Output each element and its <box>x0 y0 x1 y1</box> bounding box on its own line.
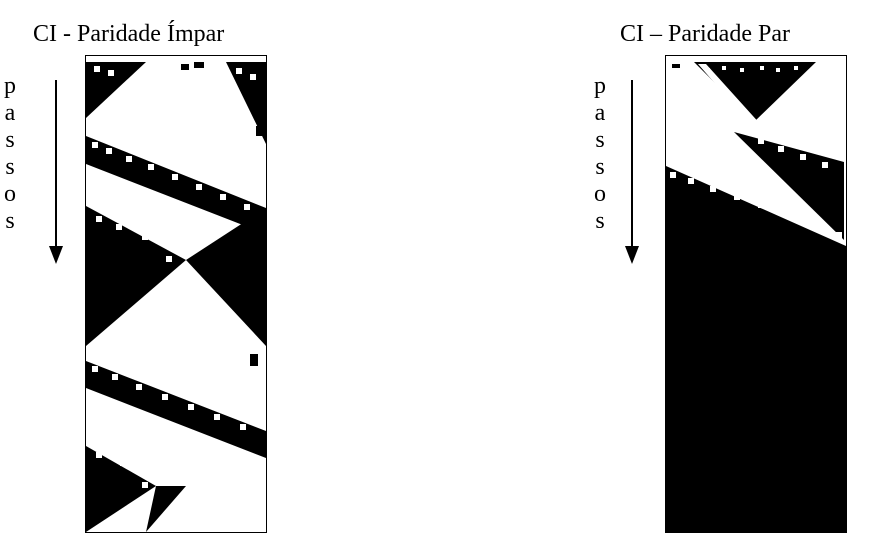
steps-letter: s <box>595 127 605 153</box>
steps-letter: s <box>5 154 15 180</box>
steps-letter: o <box>594 181 606 207</box>
steps-letter: s <box>5 127 15 153</box>
time-arrow-down-icon <box>625 80 639 264</box>
steps-letter: a <box>594 100 606 126</box>
steps-label-left: p a s s o s <box>0 73 20 235</box>
panel-title-odd-parity: CI - Paridade Ímpar <box>33 21 225 47</box>
cellular-automaton-odd-parity <box>85 55 267 533</box>
steps-letter: s <box>595 154 605 180</box>
steps-letter: o <box>4 181 16 207</box>
steps-letter: s <box>595 208 605 234</box>
space-time-diagram-even <box>666 62 846 532</box>
steps-letter: s <box>5 208 15 234</box>
steps-letter: a <box>4 100 16 126</box>
time-arrow-down-icon <box>49 80 63 264</box>
steps-letter: p <box>4 73 16 99</box>
steps-label-right: p a s s o s <box>590 73 610 235</box>
steps-letter: p <box>594 73 606 99</box>
space-time-diagram-odd <box>86 62 266 532</box>
cellular-automaton-even-parity <box>665 55 847 533</box>
panel-title-even-parity: CI – Paridade Par <box>620 21 790 47</box>
